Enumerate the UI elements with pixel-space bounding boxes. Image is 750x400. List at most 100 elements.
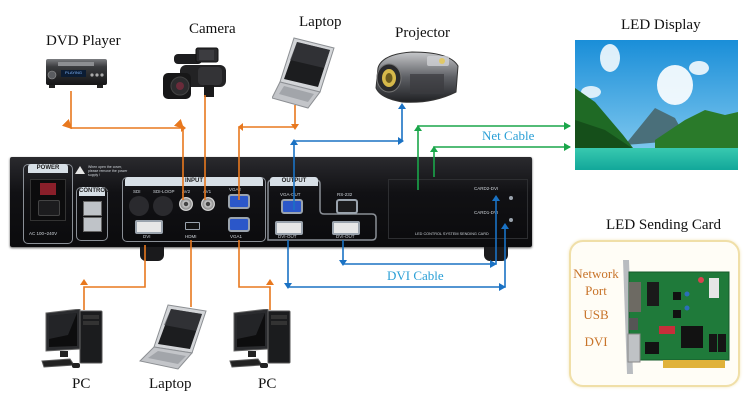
sdi-loop-port[interactable] xyxy=(153,196,173,216)
card1-dvi-label: CARD1-DVI xyxy=(474,210,499,215)
usb-label: USB xyxy=(583,307,609,322)
camera-icon xyxy=(163,47,226,99)
pc-left xyxy=(40,308,106,371)
port-label: Port xyxy=(585,283,607,298)
dvi-out-label-2: DVI-OUT xyxy=(336,234,355,239)
warning-text: When open the cover, please remove the p… xyxy=(88,165,128,177)
dvi-label: DVI xyxy=(584,334,608,349)
laptop-top xyxy=(271,36,336,110)
av1-port[interactable] xyxy=(201,197,215,211)
laptop-top-label: Laptop xyxy=(299,14,342,30)
sending-card-bay: CARD2-DVI CARD1-DVI LED CONTROL SYSTEM S… xyxy=(388,179,528,239)
card2-dvi-label: CARD2-DVI xyxy=(474,186,499,191)
laptop-icon xyxy=(271,37,335,109)
output-title: OUTPUT xyxy=(270,177,318,186)
arrow xyxy=(339,260,347,266)
led-sending-card-box: Network Port USB DVI xyxy=(569,240,740,387)
screw xyxy=(509,196,513,200)
led-display-label: LED Display xyxy=(621,17,701,33)
ethernet-port-2[interactable] xyxy=(83,217,102,232)
rs232-label: RS-232 xyxy=(337,192,353,197)
dvi-cable-label: DVI Cable xyxy=(387,268,444,283)
pc-right xyxy=(228,308,294,371)
projector xyxy=(372,48,460,106)
sdi-loop-label: SDI-LOOP xyxy=(153,189,175,194)
camera xyxy=(160,45,232,107)
vga2-port[interactable] xyxy=(228,194,250,209)
pc-left-label: PC xyxy=(72,376,91,392)
arrow xyxy=(490,260,497,268)
video-processor-chassis: POWER AC 100~240V When open the cover, p… xyxy=(10,157,532,261)
arrow xyxy=(430,146,438,152)
pc-icon xyxy=(41,308,103,368)
av2-label: AV2 xyxy=(182,189,191,194)
av1-label: AV1 xyxy=(203,189,212,194)
vga-out-port[interactable] xyxy=(281,199,303,214)
power-panel: POWER AC 100~240V xyxy=(23,164,73,244)
vga1-label: VGA1 xyxy=(230,234,243,239)
input-title: INPUT xyxy=(125,177,263,186)
control-title: CONTROL xyxy=(79,187,109,196)
sdi-port[interactable] xyxy=(129,196,149,216)
sending-card-pcb-image xyxy=(623,260,730,374)
dvi-out-port-2[interactable] xyxy=(332,221,360,235)
ac-inlet xyxy=(38,200,60,216)
network-label: Network xyxy=(573,266,619,281)
dvi-in-port[interactable] xyxy=(135,220,163,234)
chassis-foot xyxy=(140,247,164,261)
arrow xyxy=(564,143,571,151)
power-switch[interactable] xyxy=(40,183,56,195)
dvd-player: PLAYING xyxy=(45,57,108,89)
output-panel: OUTPUT VGA-OUT RS-232 DVI-OUT DVI-OUT xyxy=(263,177,380,242)
power-socket xyxy=(30,179,66,221)
rs232-port[interactable] xyxy=(336,199,358,214)
arrow xyxy=(291,124,299,130)
arrow xyxy=(499,283,506,291)
control-panel: CONTROL xyxy=(76,187,109,241)
pc-icon xyxy=(229,308,291,368)
hdmi-label: HDMI xyxy=(185,234,197,239)
chassis-foot xyxy=(484,247,508,261)
power-title: POWER xyxy=(28,164,68,173)
net-cable-label: Net Cable xyxy=(482,128,535,143)
led-display-image xyxy=(575,40,738,170)
screw xyxy=(509,218,513,222)
projector-label: Projector xyxy=(395,25,450,41)
dvi-out-label-1: DVI-OUT xyxy=(278,234,297,239)
laptop-icon xyxy=(138,304,207,370)
arrow xyxy=(181,124,186,132)
power-rating: AC 100~240V xyxy=(29,231,58,236)
vga-out-label: VGA-OUT xyxy=(280,192,301,197)
dvd-player-icon xyxy=(46,59,107,88)
laptop-bottom-label: Laptop xyxy=(149,376,192,392)
arrow xyxy=(238,123,243,131)
wire-pc-right-to-vga1 xyxy=(238,240,271,310)
arrow xyxy=(266,279,274,285)
arrow xyxy=(284,283,292,289)
pc-right-label: PC xyxy=(258,376,277,392)
av2-port[interactable] xyxy=(179,197,193,211)
sending-card-bay-title: LED CONTROL SYSTEM SENDING CARD xyxy=(415,232,489,236)
led-sending-card-label: LED Sending Card xyxy=(606,217,721,233)
hdmi-port[interactable] xyxy=(185,222,200,230)
vga1-port[interactable] xyxy=(228,217,250,232)
laptop-bottom xyxy=(138,303,208,371)
arrow xyxy=(414,125,422,131)
arrow xyxy=(66,127,76,131)
arrow xyxy=(564,122,571,130)
dvd-player-label: DVD Player xyxy=(46,33,121,49)
dvi-out-port-1[interactable] xyxy=(275,221,303,235)
camera-label: Camera xyxy=(189,21,236,37)
arrow xyxy=(398,137,404,145)
input-panel: INPUT SDI SDI-LOOP AV2 AV1 VGA2 DVI HDMI… xyxy=(122,177,266,242)
ethernet-port-1[interactable] xyxy=(83,201,102,216)
arrow xyxy=(290,139,298,145)
dvi-in-label: DVI xyxy=(143,234,151,239)
dvd-display-text: PLAYING xyxy=(65,70,83,75)
led-display-screen xyxy=(575,40,738,170)
vga2-label: VGA2 xyxy=(229,187,242,192)
projector-icon xyxy=(375,51,459,103)
sdi-label: SDI xyxy=(133,189,141,194)
warning-icon xyxy=(75,166,85,174)
wire-pc-left-to-dvi xyxy=(83,245,146,310)
